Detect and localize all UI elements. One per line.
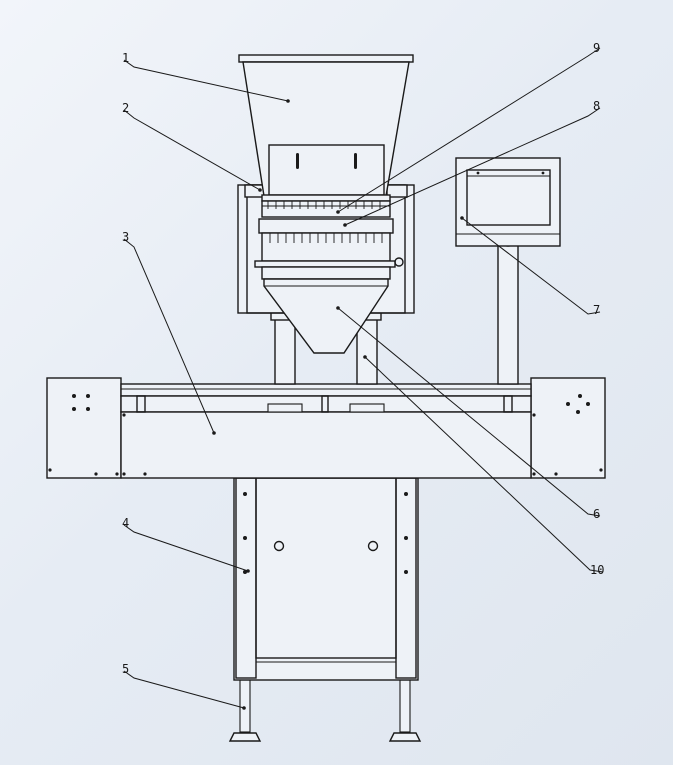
callout-2: 2 <box>122 101 129 115</box>
callout-labels: 1 2 3 4 5 6 7 8 9 10 <box>122 41 604 676</box>
conveyor-frame <box>46 377 606 479</box>
callout-3: 3 <box>122 230 129 244</box>
vibration-tray-upper <box>261 194 391 218</box>
callout-8: 8 <box>593 99 600 113</box>
vibration-tray-lower <box>254 218 404 280</box>
adjustable-feet <box>228 679 422 742</box>
base-stand <box>233 477 419 681</box>
callout-5: 5 <box>122 662 129 676</box>
control-panel <box>455 157 561 385</box>
callout-7: 7 <box>593 303 600 317</box>
callout-1: 1 <box>122 51 129 65</box>
callout-4: 4 <box>122 516 129 530</box>
discharge-funnel <box>263 278 389 354</box>
hopper <box>238 54 414 197</box>
callout-6: 6 <box>593 507 600 521</box>
leader-lines <box>123 47 604 710</box>
callout-9: 9 <box>593 41 600 55</box>
callout-10: 10 <box>590 563 604 577</box>
support-columns <box>270 311 382 385</box>
